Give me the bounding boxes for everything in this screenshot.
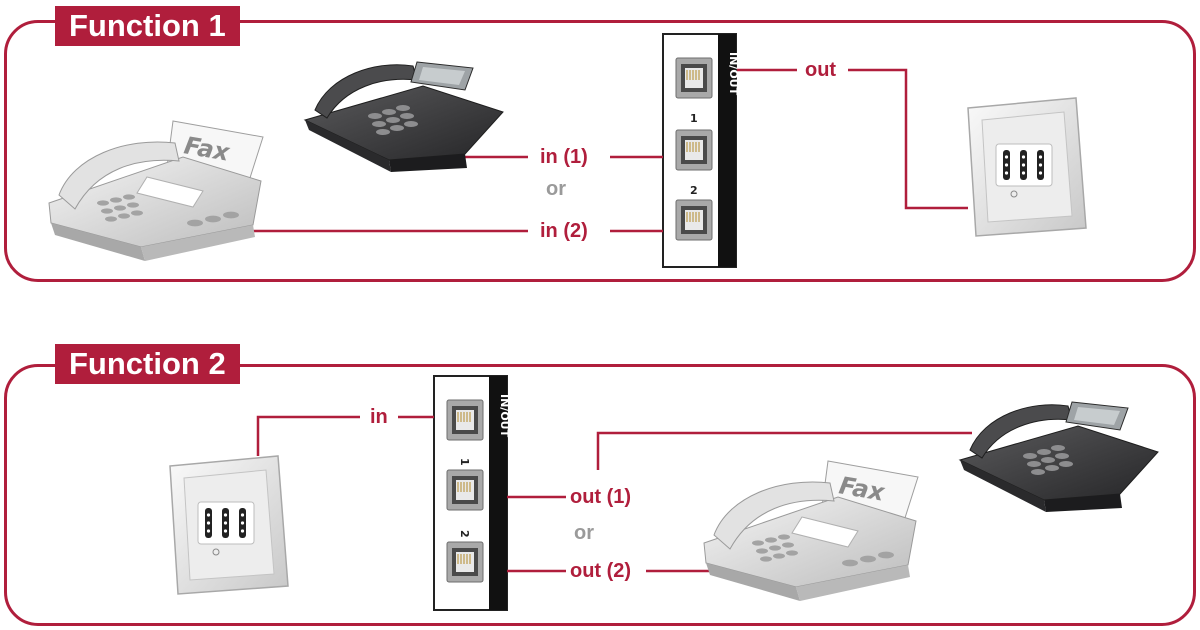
- function-1-title: Function 1: [55, 6, 240, 46]
- in-2-label: in (2): [540, 220, 588, 242]
- adapter-2-jack-inout: [446, 399, 484, 441]
- adapter-1-jack-2: [675, 199, 713, 241]
- or-label: or: [546, 178, 566, 200]
- adapter-1-jack-inout: [675, 57, 713, 99]
- function-2-title: Function 2: [55, 344, 240, 384]
- desk-phone-icon: [303, 61, 504, 172]
- in-1-label: in (1): [540, 146, 588, 168]
- adapter-1-port-1: 1: [690, 112, 698, 125]
- adapter-1-jack-1: [675, 129, 713, 171]
- out-1-label: out (1): [570, 486, 632, 508]
- fax-machine-icon: Fax: [48, 120, 264, 261]
- function-2-wires: [256, 415, 972, 573]
- adapter-2-port-1: 1: [458, 458, 471, 466]
- function-1-panel: [4, 20, 1196, 282]
- desk-phone-icon: [958, 401, 1159, 512]
- adapter-2: IN/OUT 1 2: [433, 375, 511, 611]
- adapter-2-port-2: 2: [458, 530, 471, 538]
- adapter-1: IN/OUT 1 2: [662, 33, 740, 268]
- adapter-2-header: IN/OUT: [498, 394, 511, 438]
- adapter-1-port-2: 2: [690, 184, 698, 197]
- adapter-2-jack-1: [446, 469, 484, 511]
- adapter-2-jack-2: [446, 541, 484, 583]
- out-label: out: [805, 59, 837, 81]
- or-label: or: [574, 522, 594, 544]
- wall-socket-icon: [169, 455, 289, 595]
- fax-machine-icon: Fax: [703, 460, 919, 601]
- out-2-label: out (2): [570, 560, 632, 582]
- wall-socket-icon: [967, 97, 1087, 237]
- in-label: in: [370, 406, 388, 428]
- adapter-1-header: IN/OUT: [727, 52, 740, 96]
- function-2-panel: [4, 364, 1196, 626]
